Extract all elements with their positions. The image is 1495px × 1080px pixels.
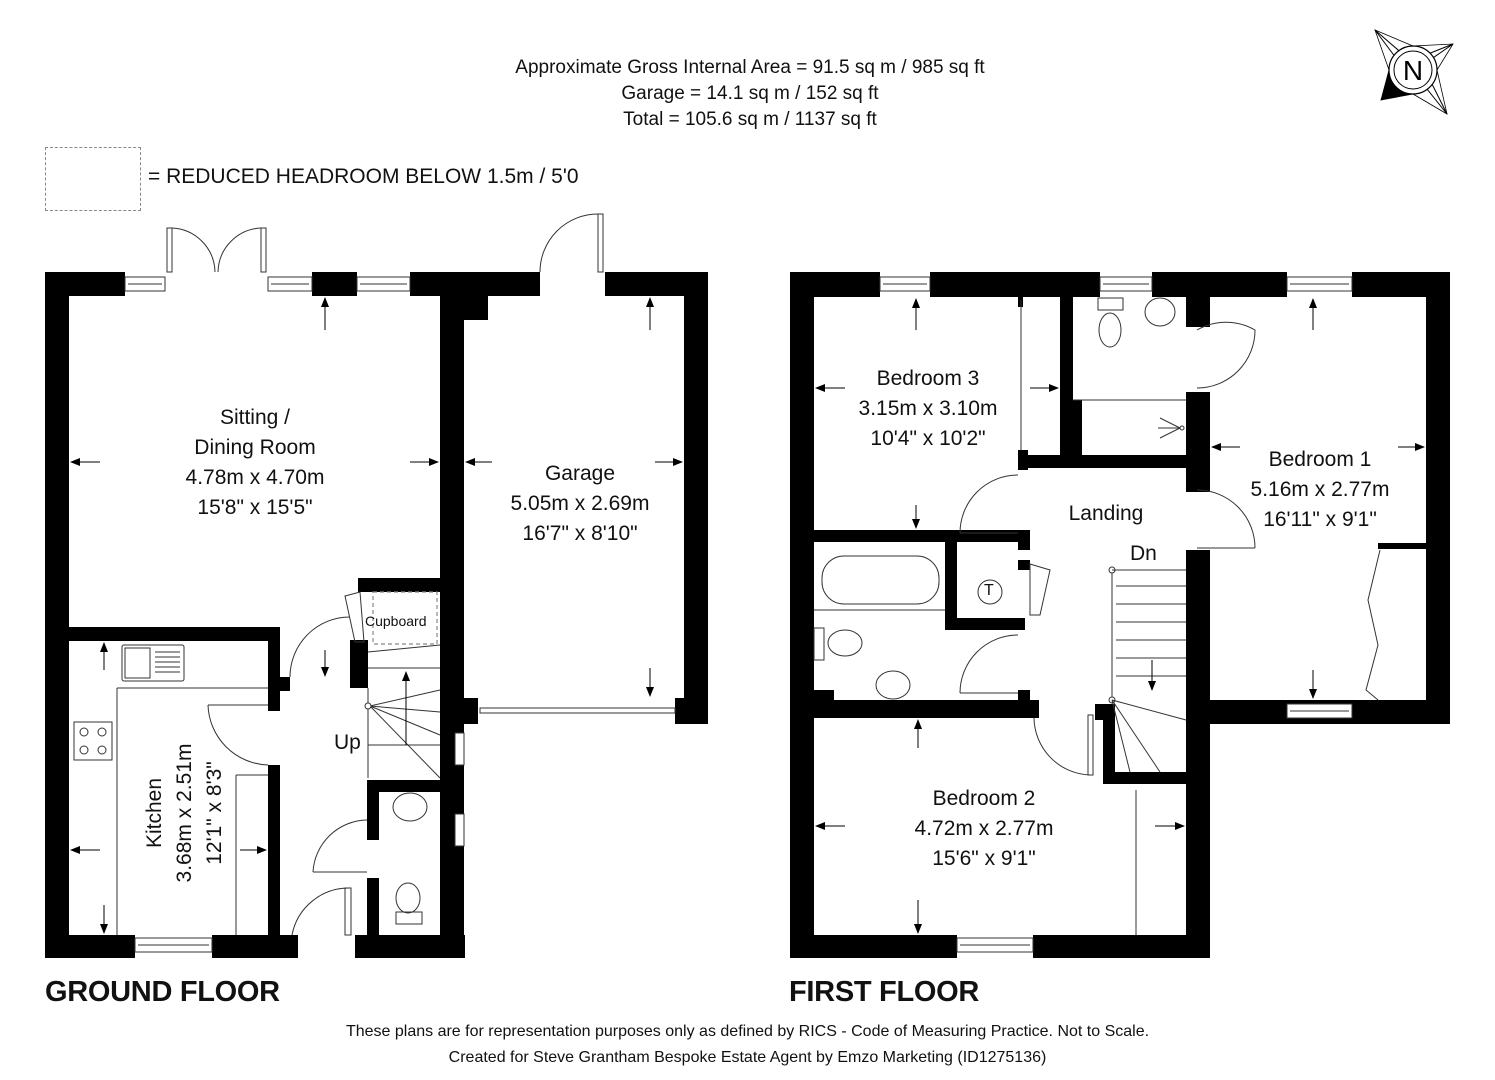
reduced-headroom-legend-text: = REDUCED HEADROOM BELOW 1.5m / 5'0 <box>148 165 579 188</box>
room-metric: 3.15m x 3.10m <box>858 397 998 420</box>
room-imperial: 15'8" x 15'5" <box>197 496 313 519</box>
room-landing: Landing <box>1046 499 1166 529</box>
room-name: Bedroom 2 <box>932 787 1036 810</box>
room-metric: 5.16m x 2.77m <box>1250 478 1390 501</box>
reduced-headroom-legend-swatch <box>45 147 141 211</box>
room-metric: 4.72m x 2.77m <box>914 817 1054 840</box>
room-name: Bedroom 1 <box>1268 448 1372 471</box>
cupboard-headroom-area <box>372 591 438 645</box>
room-metric: 3.68m x 2.51m <box>173 743 196 883</box>
compass-north-icon: N <box>1365 22 1461 118</box>
room-name: Landing <box>1068 502 1144 525</box>
room-imperial: 10'4" x 10'2" <box>870 427 986 450</box>
room-name-line2: Dining Room <box>194 436 316 459</box>
room-metric: 4.78m x 4.70m <box>185 466 325 489</box>
gross-internal-area: Approximate Gross Internal Area = 91.5 s… <box>515 57 985 78</box>
cupboard-label: Cupboard <box>365 613 427 629</box>
ground-floor-walls <box>45 272 708 958</box>
first-floor-windows <box>879 276 1353 953</box>
room-imperial: 16'11" x 9'1" <box>1263 508 1377 531</box>
ground-floor-fixtures <box>73 644 441 935</box>
room-name: Garage <box>544 462 616 485</box>
ground-floor-windows <box>124 276 465 953</box>
stairs-up-label: Up <box>334 731 361 754</box>
room-imperial: 15'6" x 9'1" <box>932 847 1036 870</box>
total-area: Total = 105.6 sq m / 1137 sq ft <box>623 109 877 130</box>
ground-floor-doors <box>166 213 676 936</box>
room-name-line1: Sitting / <box>219 406 291 429</box>
room-metric: 5.05m x 2.69m <box>510 492 650 515</box>
garage-area: Garage = 14.1 sq m / 152 sq ft <box>621 83 879 104</box>
room-name: Bedroom 3 <box>876 367 980 390</box>
credit-text: Created for Steve Grantham Bespoke Estat… <box>448 1049 1047 1066</box>
room-bedroom-2: Bedroom 2 4.72m x 2.77m 15'6" x 9'1" <box>884 784 1084 874</box>
disclaimer-text: These plans are for representation purpo… <box>345 1023 1150 1040</box>
room-imperial: 16'7" x 8'10" <box>522 522 638 545</box>
water-tank-label: T <box>984 582 994 599</box>
first-floor-dimension-arrows <box>815 298 1425 934</box>
room-bedroom-3: Bedroom 3 3.15m x 3.10m 10'4" x 10'2" <box>828 364 1028 454</box>
ground-floor-dimension-arrows <box>70 297 683 934</box>
first-floor-doors <box>959 300 1381 935</box>
room-sitting-dining: Sitting / Dining Room 4.78m x 4.70m 15'8… <box>155 403 355 523</box>
stairs-down-label: Dn <box>1130 542 1157 565</box>
room-imperial: 12'1" x 8'3" <box>203 761 226 865</box>
room-bedroom-1: Bedroom 1 5.16m x 2.77m 16'11" x 9'1" <box>1220 445 1420 535</box>
footer: These plans are for representation purpo… <box>200 1020 1295 1070</box>
room-kitchen: Kitchen 3.68m x 2.51m 12'1" x 8'3" <box>140 713 230 913</box>
area-summary: Approximate Gross Internal Area = 91.5 s… <box>400 55 1100 133</box>
room-name: Kitchen <box>143 777 166 849</box>
svg-text:N: N <box>1403 55 1423 86</box>
room-garage: Garage 5.05m x 2.69m 16'7" x 8'10" <box>480 459 680 549</box>
ground-floor-title: GROUND FLOOR <box>45 976 280 1008</box>
first-floor-title: FIRST FLOOR <box>789 976 980 1008</box>
first-floor-fixtures <box>813 297 1187 773</box>
